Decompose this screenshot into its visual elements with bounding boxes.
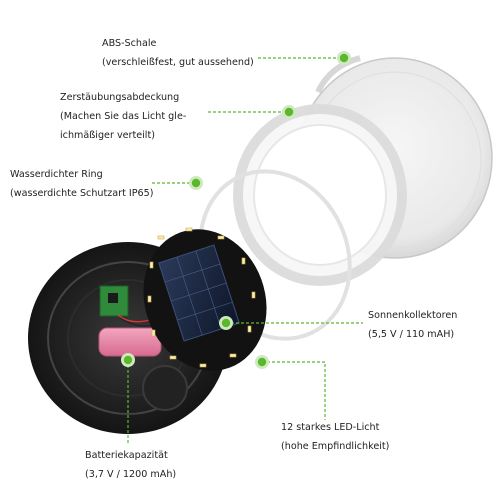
led-dots <box>147 227 256 368</box>
battery-title: Batteriekapazität <box>85 450 168 461</box>
diffuser-detail-line2: ichmäßiger verteilt) <box>60 130 155 141</box>
label-waterproof-ring: Wasserdichter Ring (wasserdichte Schutza… <box>10 165 154 203</box>
ring-detail: (wasserdichte Schutzart IP65) <box>10 188 154 199</box>
abs-shell-title: ABS-Schale <box>102 38 157 49</box>
solar-panel-part <box>143 227 267 371</box>
diffuser-title: Zerstäubungsabdeckung <box>60 92 180 103</box>
label-led: 12 starkes LED-Licht (hohe Empfindlichke… <box>281 418 389 456</box>
battery-detail: (3,7 V / 1200 mAh) <box>85 469 177 480</box>
solar-detail: (5,5 V / 110 mAH) <box>368 329 455 340</box>
ring-title: Wasserdichter Ring <box>10 169 103 180</box>
abs-shell-detail: (verschleißfest, gut aussehend) <box>102 57 254 68</box>
leader-lines <box>127 57 363 444</box>
label-solar-collectors: Sonnenkollektoren (5,5 V / 110 mAH) <box>368 306 457 344</box>
leader-led <box>262 361 326 420</box>
diffuser-detail-line1: (Machen Sie das Licht gle- <box>60 111 187 122</box>
solar-title: Sonnenkollektoren <box>368 310 458 321</box>
label-abs-shell: ABS-Schale (verschleißfest, gut aussehen… <box>102 34 254 72</box>
led-detail: (hohe Empfindlichkeit) <box>281 441 390 452</box>
led-title: 12 starkes LED-Licht <box>281 422 380 433</box>
label-battery: Batteriekapazität (3,7 V / 1200 mAh) <box>85 446 176 484</box>
label-diffuser: Zerstäubungsabdeckung (Machen Sie das Li… <box>60 88 186 145</box>
callout-dots <box>121 51 351 369</box>
